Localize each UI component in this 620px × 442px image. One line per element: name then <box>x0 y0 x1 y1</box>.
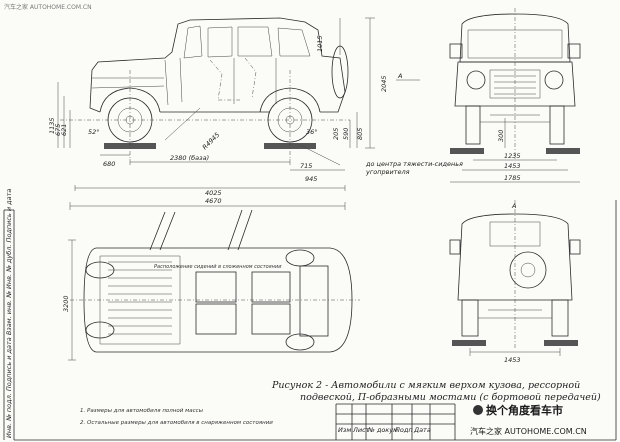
title-stamp: Изм Лист № докум Подп Дата <box>335 403 456 440</box>
dim-r2: 805 <box>356 128 364 140</box>
dim-left-h1: 1135 <box>48 117 56 134</box>
stamp-col-2: Лист <box>352 426 370 434</box>
footnote-1: 1. Размеры для автомобиля полной массы <box>80 408 204 414</box>
dim-height: 2045 <box>380 75 388 92</box>
dim-wheelbase: 2380 (база) <box>170 154 209 162</box>
stamp-col-1: Изм <box>338 426 351 434</box>
front-view: 1235 1453 1785 300 <box>449 8 581 183</box>
dim-left-h3: 621 <box>60 124 68 136</box>
footnote-2: 2. Остальные размеры для автомобиля в сн… <box>80 420 273 426</box>
stamp-col-4: Подп <box>395 426 413 434</box>
stamp-col-3: № докум <box>367 426 398 434</box>
watermark-title: 换个角度看车市 <box>486 403 563 417</box>
rear-section-a: A <box>511 202 516 210</box>
autohome-watermark: 换个角度看车市 汽车之家 AUTOHOME.COM.CN <box>470 403 587 436</box>
rear-view: 1453 A <box>449 200 581 364</box>
dim-top-width: 3200 <box>62 295 70 312</box>
section-a-label: A <box>397 72 402 80</box>
dim-height-upper: 1015 <box>316 35 324 52</box>
dim-angle-front: 52° <box>88 128 100 136</box>
side-view: 680 2380 (база) 945 4025 715 2045 1015 1… <box>48 17 463 197</box>
dim-top-overall: 4670 <box>205 197 222 205</box>
dim-front-track-mid: 1453 <box>504 162 521 170</box>
dim-clearance: 205 <box>332 128 340 140</box>
dim-front-clearance: 300 <box>497 130 505 142</box>
dim-overall-length: 4025 <box>205 189 222 197</box>
dim-front-track-in: 1235 <box>504 152 521 160</box>
dim-angle-rear: 36° <box>306 128 318 136</box>
center-gravity-label: до центра тяжести-сиденья <box>365 160 463 168</box>
caption-line1: Рисунок 2 - Автомобили с мягким верхом к… <box>271 380 580 391</box>
dim-front-overhang: 680 <box>103 160 115 168</box>
dim-diagonal: R4945 <box>201 131 222 152</box>
top-view-note: Расположение сидений в сложенном состоян… <box>154 264 282 270</box>
dim-front-width: 1785 <box>504 174 521 182</box>
wechat-icon <box>473 405 483 415</box>
top-watermark: 汽车之家 AUTOHOME.COM.CN <box>4 3 92 11</box>
dim-left-h2: 675 <box>54 124 62 136</box>
watermark-site: 汽车之家 AUTOHOME.COM.CN <box>470 426 587 436</box>
dim-cg-x: 715 <box>300 162 312 170</box>
stamp-col-5: Дата <box>413 426 431 434</box>
side-strip-text: Инв. № подл. Подпись и дата Взам. инв. №… <box>5 189 13 438</box>
dim-r1: 590 <box>342 128 350 140</box>
top-view: 4670 3200 Расположение сидений в сложенн… <box>62 197 360 361</box>
dim-rear-offset: 945 <box>305 175 317 183</box>
center-gravity-label-2: угопрвителя <box>365 168 410 176</box>
caption-line2: подвеской, П-образными мостами (с бортов… <box>300 392 601 403</box>
dim-rear-track: 1453 <box>504 356 521 364</box>
